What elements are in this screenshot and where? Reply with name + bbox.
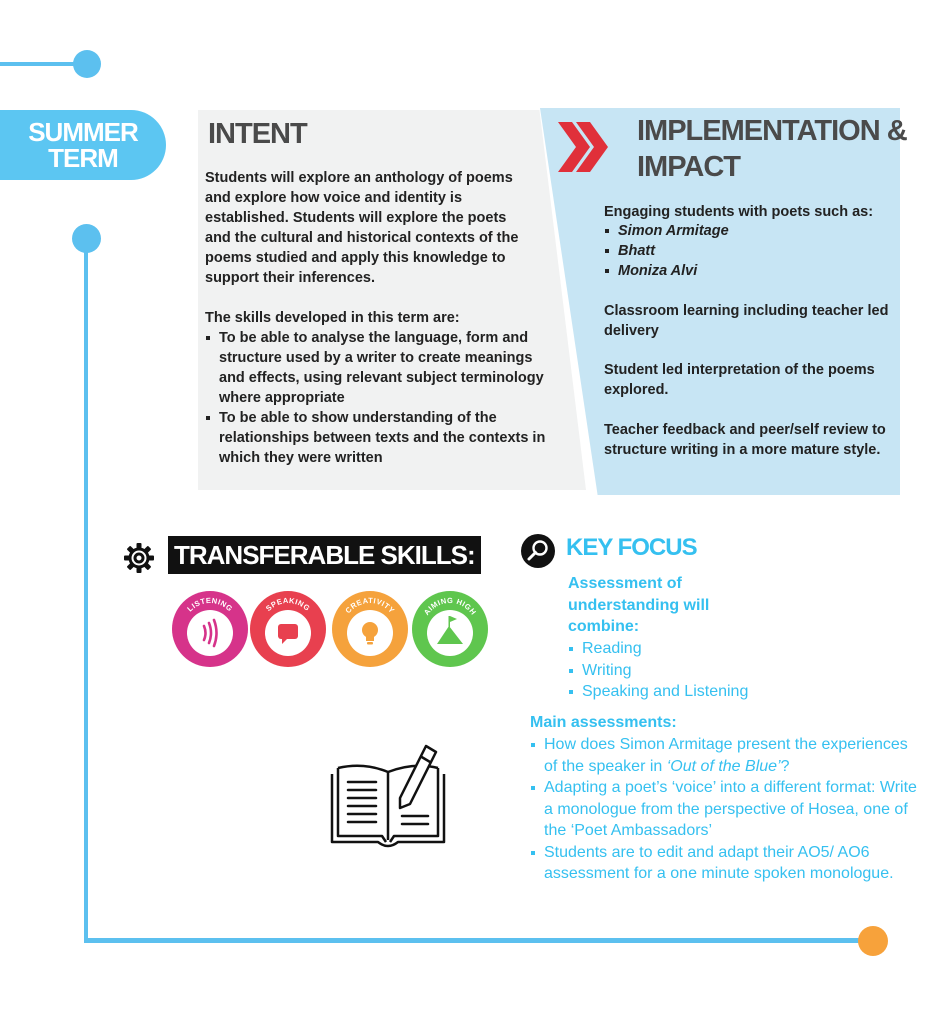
implementation-intro: Engaging students with poets such as:: [604, 204, 874, 220]
magnifier-icon: [521, 534, 555, 568]
poets-list: Simon Armitage Bhatt Moniza Alvi: [604, 221, 894, 281]
double-chevron-icon: [558, 122, 608, 172]
term-line1: SUMMER: [28, 117, 139, 147]
key-focus-title: KEY FOCUS: [566, 534, 698, 561]
implementation-title: IMPLEMENTATION & IMPACT: [637, 115, 908, 183]
timeline-vertical-line: [84, 240, 88, 942]
list-item: How does Simon Armitage present the expe…: [530, 734, 925, 777]
timeline-dot-end: [858, 926, 888, 956]
list-item: To be able to analyse the language, form…: [205, 328, 550, 408]
timeline-dot-top: [73, 50, 101, 78]
list-item: Students are to edit and adapt their AO5…: [530, 842, 925, 885]
intent-skills-list: To be able to analyse the language, form…: [205, 328, 550, 468]
assessment-intro: Assessment of understanding will combine…: [568, 575, 710, 635]
lightbulb-icon: [362, 622, 378, 645]
timeline-top-line: [0, 62, 80, 66]
transferable-skills-title: TRANSFERABLE SKILLS:: [168, 536, 481, 574]
gear-icon: [124, 543, 154, 573]
list-item: Writing: [568, 660, 828, 682]
poem-title: ‘Out of the Blue’: [666, 757, 781, 775]
implementation-paragraph-3: Teacher feedback and peer/self review to…: [604, 422, 886, 458]
list-item: To be able to show understanding of the …: [205, 408, 550, 468]
book-and-pencil-icon: [330, 744, 446, 848]
implementation-paragraph-2: Student led interpretation of the poems …: [604, 362, 875, 398]
list-item: Moniza Alvi: [604, 261, 894, 281]
intent-skills-intro: The skills developed in this term are:: [205, 310, 460, 326]
main-assessments-list: How does Simon Armitage present the expe…: [530, 734, 925, 885]
item-punct: ?: [780, 757, 790, 775]
intent-title: INTENT: [208, 118, 308, 150]
assessment-list: Reading Writing Speaking and Listening: [568, 638, 828, 703]
speaking-badge: SPEAKING: [250, 591, 326, 667]
mountain-flag-icon: [437, 616, 463, 644]
timeline-bottom-line: [84, 938, 874, 943]
speech-bubble-icon: [278, 624, 298, 644]
list-item: Simon Armitage: [604, 221, 894, 241]
implementation-paragraph-1: Classroom learning including teacher led…: [604, 303, 889, 339]
list-item: Bhatt: [604, 241, 894, 261]
sound-waves-icon: [202, 618, 218, 648]
item-text: How does Simon Armitage present the expe…: [544, 736, 908, 775]
list-item: Speaking and Listening: [568, 681, 828, 703]
intent-paragraph: Students will explore an anthology of po…: [205, 170, 519, 286]
implementation-panel: [540, 108, 900, 495]
aiming-high-badge: AIMING HIGH: [412, 591, 488, 667]
term-line2: TERM: [48, 143, 119, 173]
main-assessments-title: Main assessments:: [530, 714, 677, 731]
list-item: Adapting a poet’s ‘voice’ into a differe…: [530, 777, 925, 842]
listening-badge: LISTENING: [172, 591, 248, 667]
creativity-badge: CREATIVITY: [332, 591, 408, 667]
list-item: Reading: [568, 638, 828, 660]
term-badge: SUMMER TERM: [0, 110, 166, 180]
intent-panel: [198, 110, 586, 490]
